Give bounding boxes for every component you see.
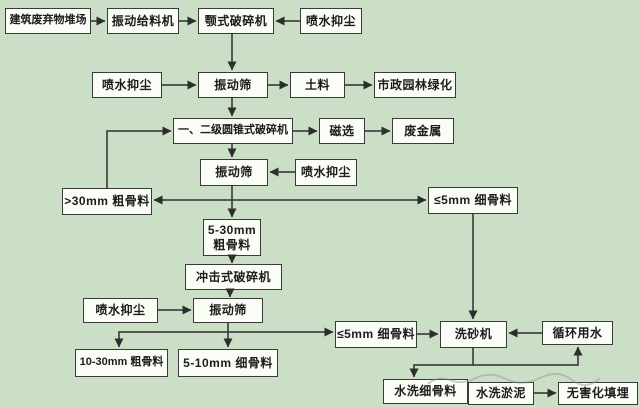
node-soil: 土料 — [290, 72, 345, 98]
node-harmless-landfill: 无害化填埋 — [558, 382, 638, 405]
node-scrap-metal: 废金属 — [392, 118, 454, 144]
node-water-spray-2: 喷水抑尘 — [92, 72, 162, 98]
node-vibrating-screen-2: 振动筛 — [200, 159, 268, 186]
node-magnetic-separation: 磁选 — [319, 118, 365, 144]
node-fine-5-10: 5-10mm 细骨料 — [178, 349, 278, 377]
node-cone-crusher: 一、二级圆锥式破碎机 — [173, 118, 293, 144]
node-coarse-gt30: >30mm 粗骨料 — [62, 188, 152, 215]
node-sand-washer: 洗砂机 — [440, 321, 507, 348]
node-vibrating-screen-1: 振动筛 — [198, 72, 268, 98]
node-washed-fine-aggregate: 水洗细骨料 — [383, 379, 468, 404]
node-fine-le5-bottom: ≤5mm 细骨料 — [335, 321, 417, 348]
node-waste-yard: 建筑废弃物堆场 — [5, 8, 91, 34]
node-water-spray-1: 喷水抑尘 — [300, 8, 362, 34]
node-municipal-greening: 市政园林绿化 — [374, 72, 456, 98]
node-vibrating-screen-3: 振动筛 — [193, 298, 263, 323]
node-jaw-crusher: 颚式破碎机 — [198, 8, 274, 34]
node-water-spray-3: 喷水抑尘 — [295, 159, 357, 186]
node-recycled-water: 循环用水 — [542, 321, 613, 345]
node-water-spray-4: 喷水抑尘 — [83, 298, 158, 323]
node-vibrating-feeder: 振动给料机 — [107, 8, 179, 34]
node-fine-le5-top: ≤5mm 细骨料 — [428, 187, 518, 214]
node-coarse-10-30: 10-30mm 粗骨料 — [75, 349, 168, 377]
node-coarse-5-30: 5-30mm 粗骨料 — [203, 219, 261, 256]
node-washed-sludge: 水洗淤泥 — [468, 382, 534, 405]
node-impact-crusher: 冲击式破碎机 — [185, 264, 282, 290]
